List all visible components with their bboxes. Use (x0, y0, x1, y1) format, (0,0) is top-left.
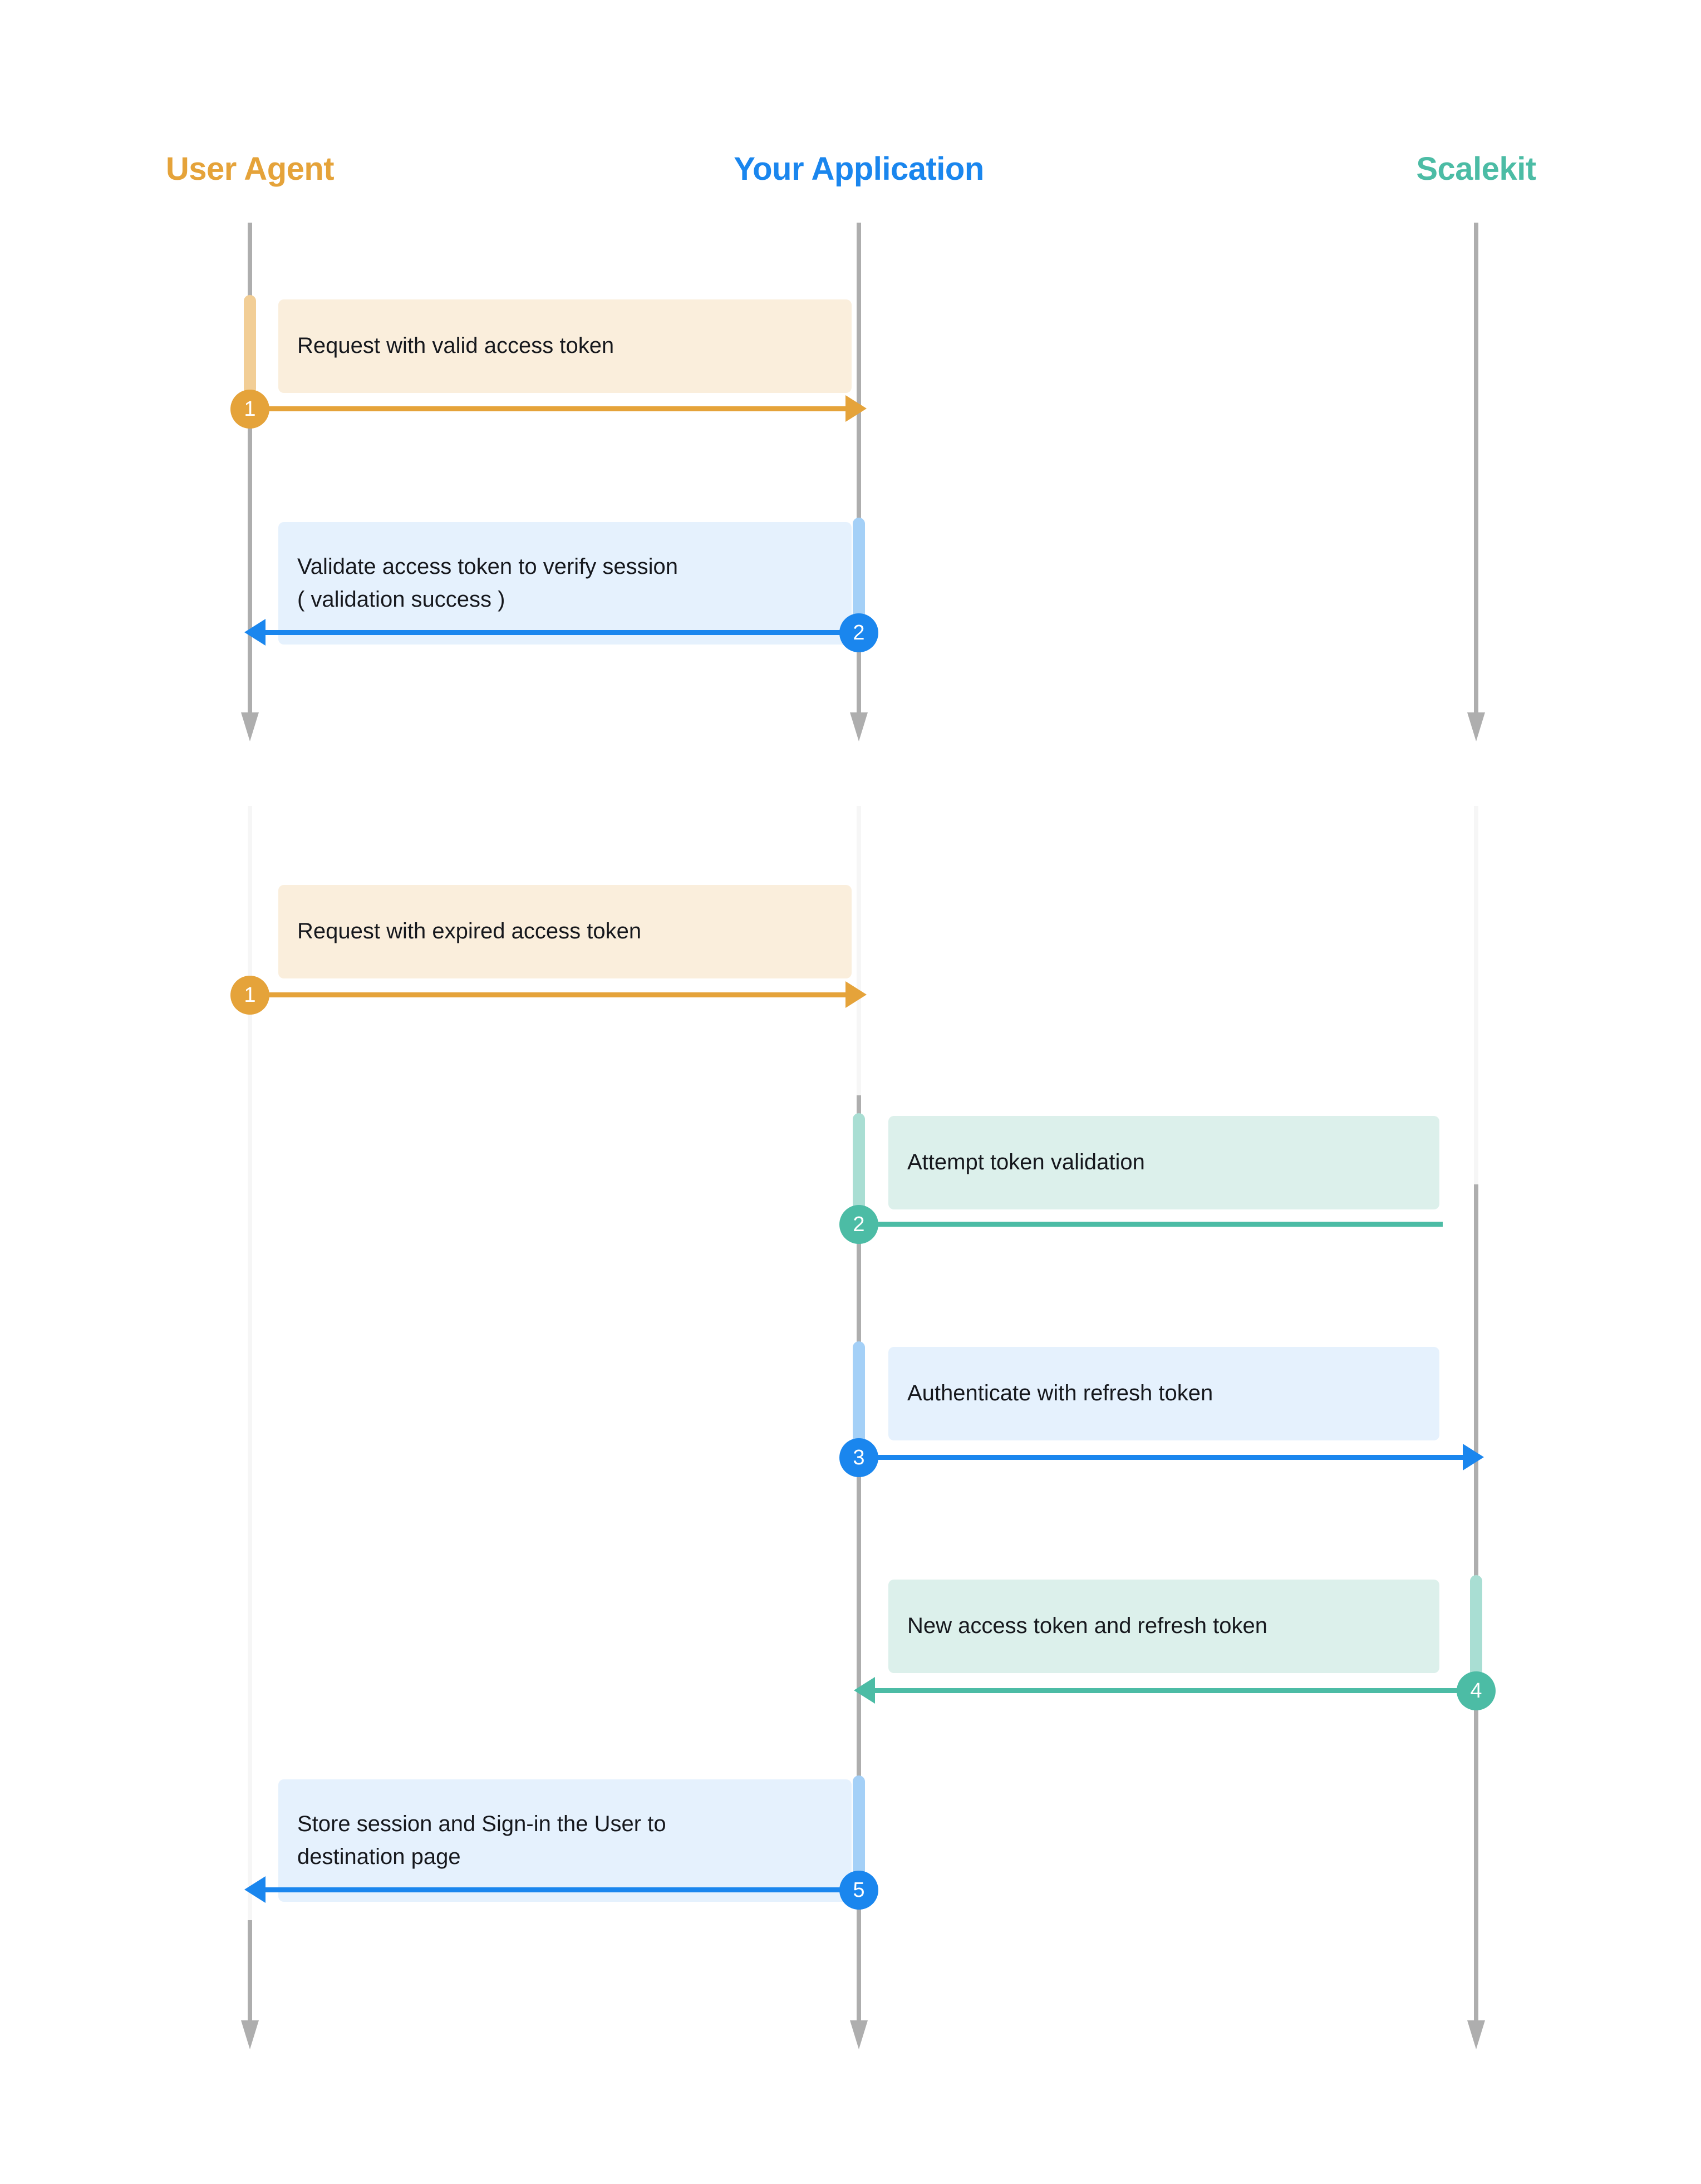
message-text-s1-step2-line2: ( validation success ) (297, 587, 505, 612)
activation-bar-s2-step2 (853, 1113, 865, 1219)
message-text-s2-step3-line1: Authenticate with refresh token (907, 1381, 1213, 1406)
participant-header-user-agent: User Agent (165, 151, 335, 187)
message-note-s2-step5: Store session and Sign-in the User to de… (278, 1779, 852, 1902)
lifeline-end-arrow-scalekit-section2 (1467, 2020, 1485, 2049)
participant-header-scalekit: Scalekit (1416, 151, 1536, 187)
activation-bar-s2-step5 (853, 1775, 865, 1887)
lifeline-your-application-section2 (857, 1095, 861, 2020)
step-badge-s2-step5[interactable]: 5 (839, 1871, 878, 1910)
message-text-s2-step2-line1: Attempt token validation (907, 1150, 1145, 1175)
message-text-s2-step5-line2: destination page (297, 1844, 461, 1869)
step-badge-s2-step4[interactable]: 4 (1457, 1671, 1496, 1710)
lifeline-user-agent-section2 (248, 1920, 252, 2020)
lifeline-your-application-section2-faint (857, 806, 861, 1095)
message-arrowhead-s2-step5 (244, 1876, 266, 1903)
message-arrowhead-s2-step4 (854, 1677, 875, 1704)
message-arrow-s2-step5 (266, 1887, 859, 1892)
step-badge-s2-step3[interactable]: 3 (839, 1438, 878, 1477)
lifeline-scalekit-section2-faint (1474, 806, 1478, 1184)
participant-header-your-application: Your Application (734, 151, 984, 187)
step-badge-s2-step1[interactable]: 1 (230, 976, 269, 1015)
message-text-s1-step2-line1: Validate access token to verify session (297, 554, 679, 579)
message-arrow-s1-step2 (266, 630, 859, 635)
message-text-s2-step1-line1: Request with expired access token (297, 919, 642, 944)
message-arrow-s2-step2 (859, 1222, 1443, 1227)
lifeline-your-application-section1 (857, 223, 861, 712)
message-note-s2-step4: New access token and refresh token (888, 1580, 1439, 1673)
lifeline-user-agent-section2-faint (248, 806, 252, 2019)
step-badge-s1-step2[interactable]: 2 (839, 613, 878, 652)
lifeline-end-arrow-scalekit-section1 (1467, 712, 1485, 741)
message-note-s1-step1: Request with valid access token (278, 299, 852, 393)
lifeline-end-arrow-your-application-section1 (850, 712, 868, 741)
activation-bar-s2-step4 (1470, 1575, 1482, 1686)
message-note-s2-step1: Request with expired access token (278, 885, 852, 978)
lifeline-end-arrow-user-agent-section1 (241, 712, 259, 741)
message-note-s2-step2: Attempt token validation (888, 1116, 1439, 1209)
lifeline-scalekit-section1 (1474, 223, 1478, 712)
message-arrowhead-s1-step2 (244, 619, 266, 646)
activation-bar-s1-step1 (244, 295, 256, 395)
message-note-s1-step2: Validate access token to verify session … (278, 522, 852, 645)
message-arrow-s1-step1 (250, 406, 848, 411)
lifeline-user-agent-section1 (248, 223, 252, 712)
message-note-s2-step3: Authenticate with refresh token (888, 1347, 1439, 1440)
message-text-s1-step1-line1: Request with valid access token (297, 333, 614, 358)
step-badge-s1-step1[interactable]: 1 (230, 390, 269, 429)
message-arrow-s2-step1 (250, 992, 848, 997)
message-arrowhead-s1-step1 (845, 395, 867, 422)
message-arrowhead-s2-step1 (845, 981, 867, 1008)
lifeline-end-arrow-user-agent-section2 (241, 2020, 259, 2049)
activation-bar-s1-step2 (853, 518, 865, 629)
message-arrowhead-s2-step3 (1463, 1444, 1484, 1470)
lifeline-end-arrow-your-application-section2 (850, 2020, 868, 2049)
activation-bar-s2-step3 (853, 1341, 865, 1453)
step-badge-s2-step2[interactable]: 2 (839, 1205, 878, 1244)
message-text-s2-step4-line1: New access token and refresh token (907, 1614, 1268, 1639)
message-arrow-s2-step4 (875, 1688, 1476, 1693)
message-arrow-s2-step3 (859, 1455, 1466, 1460)
message-text-s2-step5-line1: Store session and Sign-in the User to (297, 1811, 666, 1836)
